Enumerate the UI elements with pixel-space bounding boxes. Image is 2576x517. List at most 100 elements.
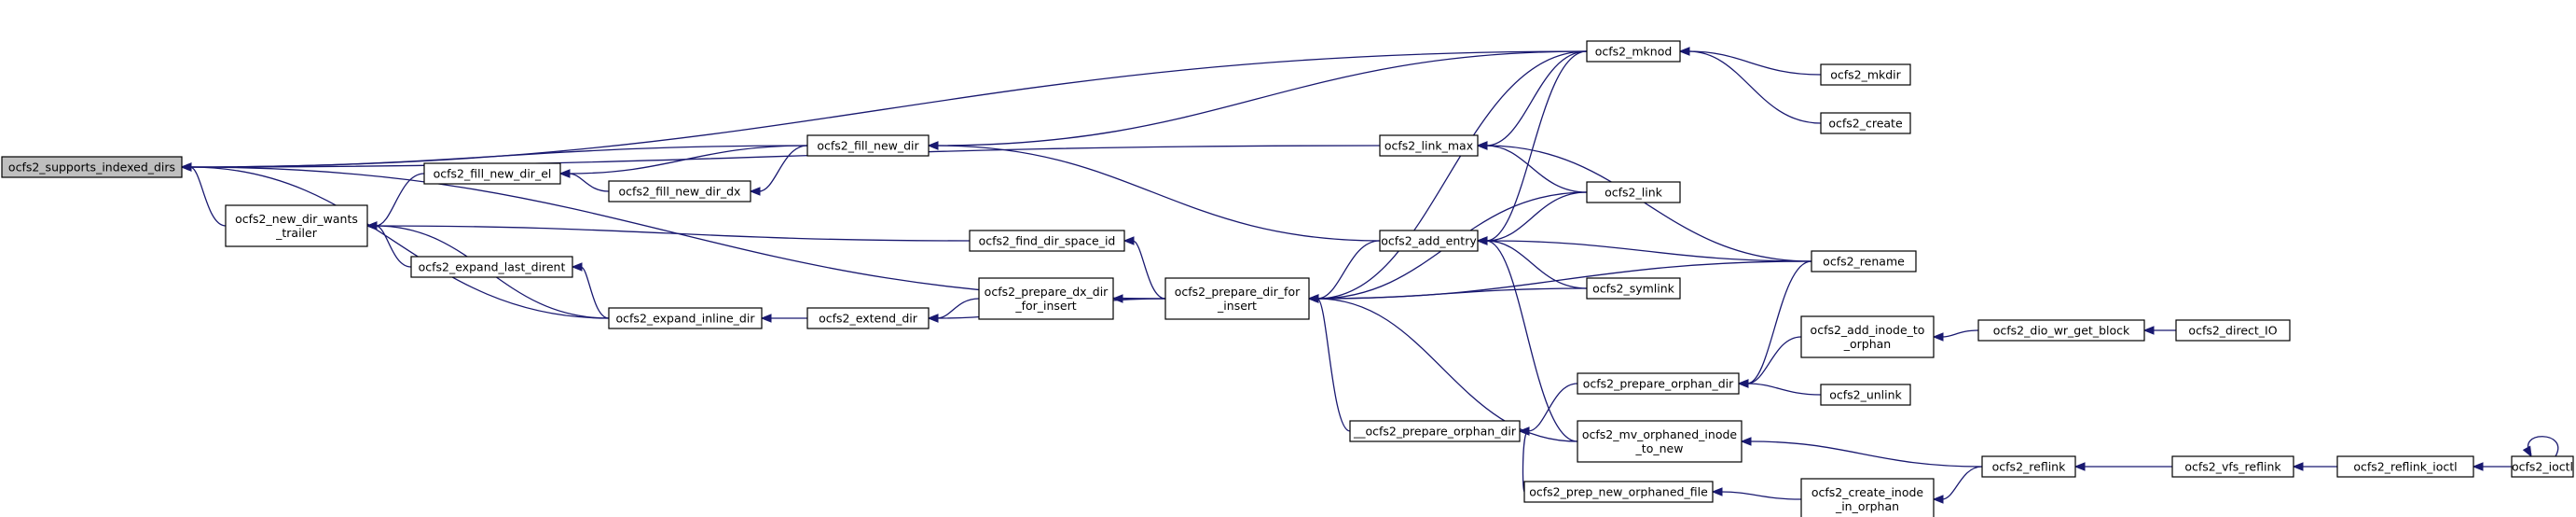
nodes-layer: ocfs2_supports_indexed_dirs ocfs2_new_dir…	[1, 40, 2574, 517]
node-label: ocfs2_mv_orphaned_inode	[1582, 427, 1738, 441]
edge-line	[1527, 383, 1578, 432]
arrowhead	[571, 262, 583, 272]
arrowhead	[927, 314, 939, 323]
edge-ioctl-to-reflink-ioctl	[2472, 462, 2513, 471]
node-unlink[interactable]: ocfs2_unlink	[1820, 384, 1911, 406]
node-label: ocfs2_reflink	[1992, 460, 2066, 474]
arrowhead	[2472, 462, 2484, 471]
edge-line	[580, 266, 610, 319]
node-fill-new-dir-el[interactable]: ocfs2_fill_new_dir_el	[423, 162, 561, 185]
node-expand-last-dirent[interactable]: ocfs2_expand_last_dirent	[410, 256, 573, 278]
arrowhead	[2292, 462, 2304, 471]
node-label: ocfs2_create_inode	[1811, 485, 1924, 499]
edge-line	[1687, 50, 1822, 76]
node-label: _to_new	[1635, 441, 1684, 455]
node-ioctl[interactable]: ocfs2_ioctl	[2511, 455, 2574, 478]
edge-line	[1485, 50, 1588, 242]
edge-mv-orphaned-to-add-entry	[1476, 236, 1578, 442]
node-extend-dir[interactable]: ocfs2_extend_dir	[806, 307, 930, 329]
node-direct-IO[interactable]: ocfs2_direct_IO	[2175, 319, 2291, 342]
node-link[interactable]: ocfs2_link	[1586, 181, 1681, 203]
edge-line	[936, 145, 1381, 242]
arrowhead	[2073, 462, 2086, 471]
node-create[interactable]: ocfs2_create	[1820, 112, 1911, 134]
edge-rename-to-add-entry	[1476, 236, 1812, 262]
node-prepare-dx-dir[interactable]: ocfs2_prepare_dx_dir_for_insert	[978, 277, 1114, 320]
node-prep-new-orphaned-file[interactable]: ocfs2_prep_new_orphaned_file	[1523, 481, 1714, 503]
edge-unlink-to-prepare-orphan-dir	[1737, 379, 1822, 396]
node-box	[608, 307, 763, 329]
edge-prepare-dir-for-insert-to-find-dir-space-id	[1123, 236, 1166, 300]
node-root[interactable]: ocfs2_supports_indexed_dirs	[1, 156, 183, 178]
node-mkdir[interactable]: ocfs2_mkdir	[1820, 63, 1911, 86]
node-box	[410, 256, 573, 278]
node-box	[1811, 250, 1917, 272]
node-add-inode-to-orphan[interactable]: ocfs2_add_inode_to_orphan	[1800, 315, 1935, 358]
edge-direct-IO-to-dio-wr-get-block	[2142, 326, 2177, 335]
node-box	[2175, 319, 2291, 342]
node-label: ocfs2_expand_last_dirent	[419, 260, 566, 274]
node-box	[1, 156, 183, 178]
node-label: _orphan	[1843, 337, 1891, 351]
node-fill-new-dir[interactable]: ocfs2_fill_new_dir	[806, 134, 930, 157]
node-box	[608, 180, 751, 203]
edge-dio-wr-get-block-to-add-inode-to-orphan	[1932, 329, 1979, 342]
node-label: ocfs2_unlink	[1829, 388, 1902, 402]
node-mv-orphaned[interactable]: ocfs2_mv_orphaned_inode_to_new	[1577, 420, 1743, 463]
edge-line	[1485, 240, 1578, 442]
node-expand-inline-dir[interactable]: ocfs2_expand_inline_dir	[608, 307, 763, 329]
node-create-inode-in-orphan[interactable]: ocfs2_create_inode_in_orphan	[1800, 478, 1935, 517]
node-label: ocfs2_prepare_dir_for	[1175, 285, 1301, 299]
edge-mknod-to-fill-new-dir	[927, 50, 1588, 150]
node-prepare-orphan-dir[interactable]: ocfs2_prepare_orphan_dir	[1577, 372, 1740, 395]
edge-line	[1720, 491, 1802, 500]
edge-line	[1746, 383, 1822, 396]
arrowhead	[1518, 426, 1530, 436]
arrowhead	[1476, 236, 1488, 245]
node-vfs-reflink[interactable]: ocfs2_vfs_reflink	[2171, 455, 2294, 478]
edge-fill-new-dir-to-fill-new-dir-dx	[749, 145, 808, 196]
node-symlink[interactable]: ocfs2_symlink	[1586, 277, 1681, 300]
edge-line	[1316, 298, 1578, 442]
node-box	[1164, 277, 1310, 320]
node-label: ocfs2_find_dir_space_id	[979, 234, 1116, 248]
edge-mknod-to-link-max	[1476, 50, 1588, 150]
node-add-entry[interactable]: ocfs2_add_entry	[1379, 230, 1479, 252]
edge-add-entry-to-fill-new-dir	[927, 141, 1381, 242]
node-label: ocfs2_prep_new_orphaned_file	[1529, 485, 1708, 499]
node-box	[1800, 315, 1935, 358]
arrowhead	[2522, 445, 2532, 458]
arrowhead	[1740, 437, 1752, 446]
node-box	[1820, 112, 1911, 134]
node-label: ocfs2_reflink_ioctl	[2353, 460, 2457, 474]
node-rename[interactable]: ocfs2_rename	[1811, 250, 1917, 272]
node-dio-wr-get-block[interactable]: ocfs2_dio_wr_get_block	[1977, 319, 2145, 342]
node-label: ocfs2_supports_indexed_dirs	[8, 161, 175, 175]
node-mknod[interactable]: ocfs2_mknod	[1586, 40, 1681, 63]
edge-line	[189, 166, 610, 319]
node-label: ocfs2_prepare_orphan_dir	[1583, 377, 1734, 391]
node-reflink[interactable]: ocfs2_reflink	[1981, 455, 2076, 478]
arrowhead	[1476, 141, 1488, 150]
node-label: ocfs2_add_entry	[1381, 234, 1477, 248]
edge-create-to-mknod	[1678, 47, 1822, 124]
node-box	[1349, 420, 1521, 442]
node-label: ocfs2_rename	[1823, 255, 1905, 269]
edge-line	[189, 166, 227, 227]
edge-line	[1687, 50, 1822, 124]
node-find-dir-space-id[interactable]: ocfs2_find_dir_space_id	[969, 230, 1125, 252]
node-prepare-dir-for-insert[interactable]: ocfs2_prepare_dir_for_insert	[1164, 277, 1310, 320]
node-label: _insert	[1217, 299, 1257, 313]
edge-line	[1749, 440, 1983, 468]
node-label: ocfs2_fill_new_dir_dx	[619, 185, 741, 199]
node-new-dir-wants-trailer[interactable]: ocfs2_new_dir_wants_trailer	[225, 204, 368, 247]
node-box	[1586, 40, 1681, 63]
arrowhead	[558, 169, 571, 178]
node-link-max[interactable]: ocfs2_link_max	[1379, 134, 1479, 157]
node-reflink-ioctl[interactable]: ocfs2_reflink_ioctl	[2336, 455, 2474, 478]
edge-fill-new-dir-el-to-new-dir-wants-trailer	[365, 173, 425, 231]
node---prepare-orphan-dir[interactable]: __ocfs2_prepare_orphan_dir	[1349, 420, 1521, 442]
node-label: ocfs2_vfs_reflink	[2184, 460, 2281, 474]
node-fill-new-dir-dx[interactable]: ocfs2_fill_new_dir_dx	[608, 180, 751, 203]
edge-line	[1316, 240, 1381, 300]
